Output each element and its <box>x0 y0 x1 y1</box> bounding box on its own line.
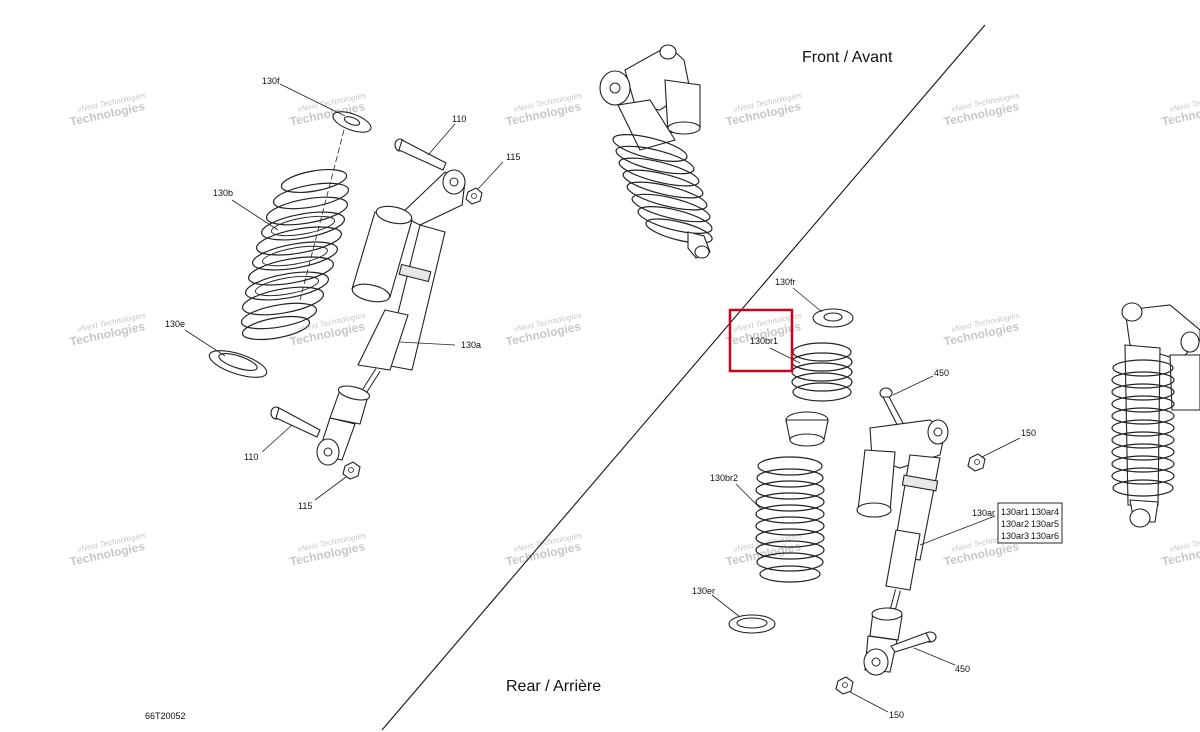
section-divider-line <box>381 24 986 731</box>
callout-130ar[interactable]: 130ar <box>972 508 995 518</box>
bolt-450-bottom[interactable] <box>890 631 937 653</box>
callout-130br2[interactable]: 130br2 <box>710 473 738 483</box>
watermark: vNext Technologies Technologies <box>504 91 582 129</box>
callout-130br1[interactable]: 130br1 <box>750 336 778 346</box>
callout-115-top[interactable]: 115 <box>506 152 520 162</box>
watermark: vNext Technologies Technologies <box>288 531 366 569</box>
sub-part-label[interactable]: 130ar6 <box>1031 531 1059 541</box>
watermark: vNext Technologies Technologies <box>1160 531 1200 569</box>
watermark-layer: vNext Technologies Technologies vNext Te… <box>68 91 1200 569</box>
watermark: vNext Technologies Technologies <box>504 531 582 569</box>
watermark: vNext Technologies Technologies <box>68 311 146 349</box>
diagram-code: 66T20052 <box>145 711 186 721</box>
sub-part-label[interactable]: 130ar1 <box>1001 507 1029 517</box>
sub-parts-table-130ar: 130ar1 130ar4 130ar2 130ar5 130ar3 130ar… <box>997 502 1063 544</box>
callout-130f[interactable]: 130f <box>262 76 280 86</box>
bolt-110-bottom[interactable] <box>270 406 321 438</box>
sub-part-label[interactable]: 130ar4 <box>1031 507 1059 517</box>
callout-110-bottom[interactable]: 110 <box>244 452 258 462</box>
bolt-110-top[interactable] <box>394 138 447 171</box>
watermark: vNext Technologies Technologies <box>68 91 146 129</box>
front-section-label: Front / Avant <box>802 49 893 66</box>
ring-130er[interactable] <box>728 614 776 634</box>
nut-115-bottom[interactable] <box>342 461 361 480</box>
callout-110-top[interactable]: 110 <box>452 114 466 124</box>
spring-seat-130fr[interactable] <box>812 308 854 328</box>
watermark: vNext Technologies Technologies <box>724 531 802 569</box>
shock-absorber-130ar[interactable] <box>856 419 949 676</box>
callout-150-top[interactable]: 150 <box>1021 428 1036 438</box>
watermark: vNext Technologies Technologies <box>724 91 802 129</box>
coil-spring-130br2[interactable] <box>755 456 825 583</box>
callout-130fr[interactable]: 130fr <box>775 277 796 287</box>
ring-130e[interactable] <box>206 345 269 383</box>
sub-part-label[interactable]: 130ar5 <box>1031 519 1059 529</box>
front-shock-assembled <box>599 44 713 259</box>
watermark: vNext Technologies Technologies <box>68 531 146 569</box>
callout-450-top[interactable]: 450 <box>934 368 949 378</box>
watermark: vNext Technologies Technologies <box>942 311 1020 349</box>
sub-part-label[interactable]: 130ar3 <box>1001 531 1029 541</box>
callout-130b[interactable]: 130b <box>213 188 233 198</box>
callout-130e[interactable]: 130e <box>165 319 185 329</box>
callout-115-bottom[interactable]: 115 <box>298 501 312 511</box>
rear-section-label: Rear / Arrière <box>506 678 601 695</box>
highlight-box-130br1 <box>728 308 794 373</box>
watermark: vNext Technologies Technologies <box>504 311 582 349</box>
spring-seat-130f[interactable] <box>330 108 373 137</box>
watermark: vNext Technologies Technologies <box>942 91 1020 129</box>
coil-spring-130br1[interactable] <box>791 342 853 402</box>
callout-130er[interactable]: 130er <box>692 586 715 596</box>
callout-150-bottom[interactable]: 150 <box>889 710 904 720</box>
front-shock-exploded-assembly <box>184 83 504 501</box>
rear-shock-assembled <box>1111 302 1200 528</box>
callout-130a[interactable]: 130a <box>461 340 481 350</box>
coil-spring-130b[interactable] <box>240 165 351 343</box>
nut-150-bottom[interactable] <box>835 676 854 695</box>
nut-115-top[interactable] <box>465 187 483 205</box>
rear-shock-exploded-assembly <box>711 287 1021 713</box>
callout-450-bottom[interactable]: 450 <box>955 664 970 674</box>
crossover-collar[interactable] <box>785 411 829 447</box>
watermark: vNext Technologies Technologies <box>1160 91 1200 129</box>
nut-150-top[interactable] <box>967 453 986 472</box>
sub-part-label[interactable]: 130ar2 <box>1001 519 1029 529</box>
shock-absorber-130a[interactable] <box>316 169 466 466</box>
